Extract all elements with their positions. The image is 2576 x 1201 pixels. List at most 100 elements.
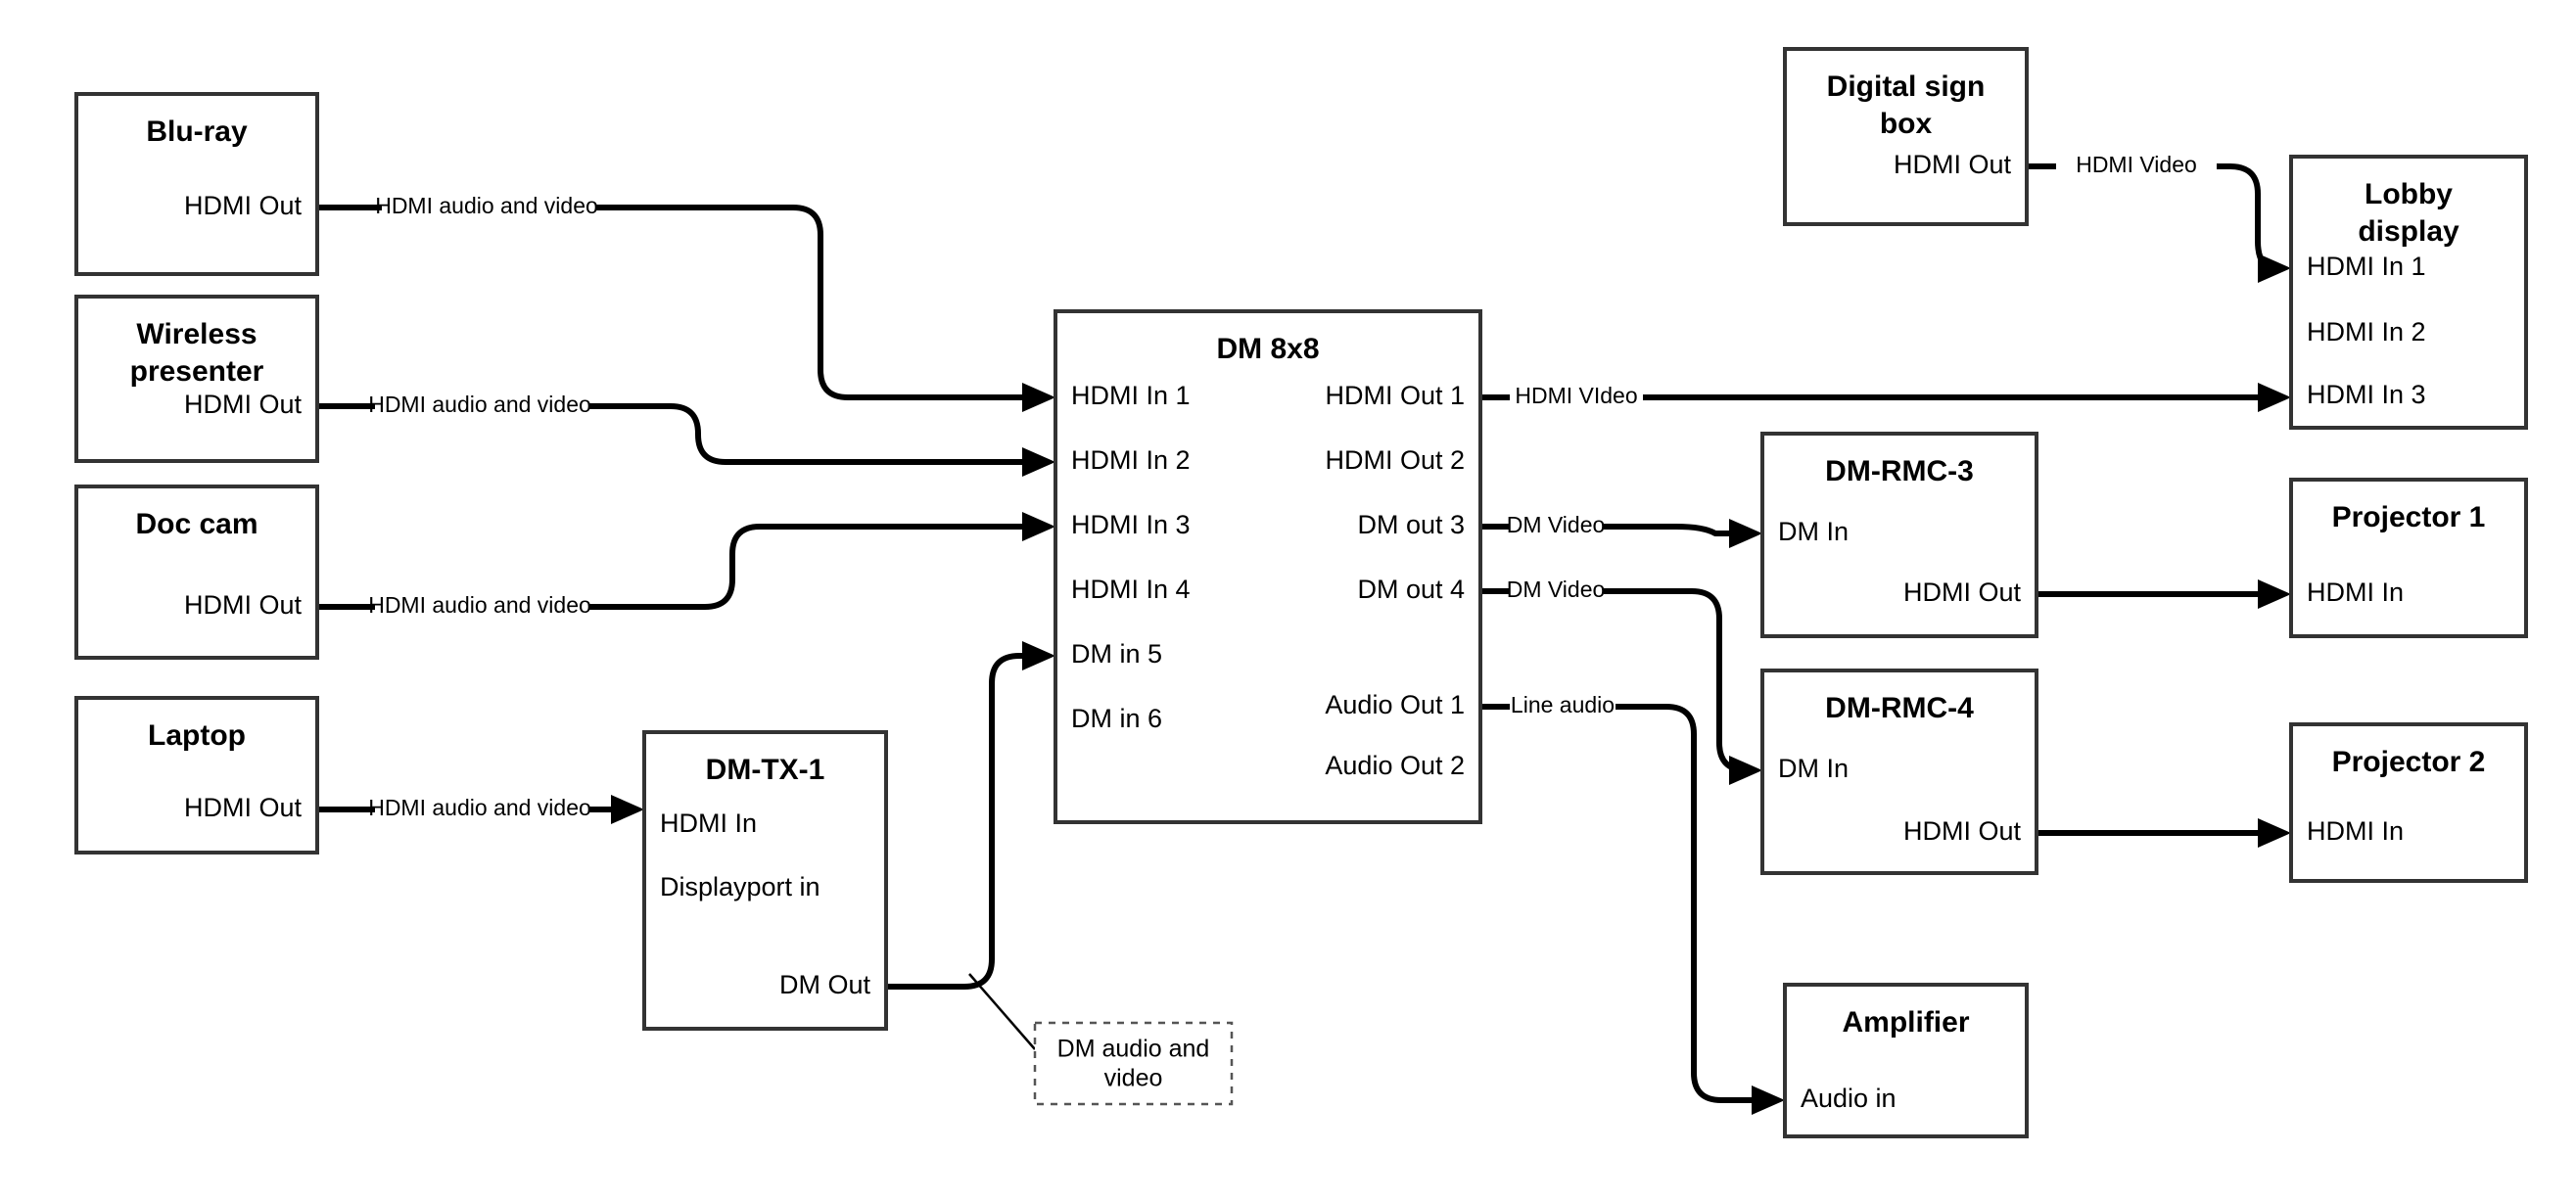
node-title-dm-8x8: DM 8x8 (1216, 333, 1319, 365)
port-bluray-0: HDMI Out (184, 191, 303, 220)
port-wireless-presenter-0: HDMI Out (184, 390, 303, 419)
port-dm-8x8-6: HDMI Out 1 (1325, 381, 1465, 410)
node-title-projector-1: Projector 1 (2332, 501, 2486, 533)
port-digital-sign-box-0: HDMI Out (1894, 150, 2012, 179)
port-laptop-0: HDMI Out (184, 793, 303, 822)
callout-text-line2: video (1104, 1065, 1163, 1092)
port-dm-8x8-0: HDMI In 1 (1071, 381, 1191, 410)
node-box-bluray[interactable] (74, 92, 319, 276)
arrow-lobby-in1 (2258, 254, 2291, 283)
edge-label-signbox-to-lobby-in1: HDMI Video (2076, 152, 2197, 177)
edge-label-bluray-to-in1: HDMI audio and video (375, 193, 598, 218)
port-lobby-display-1: HDMI In 2 (2307, 317, 2426, 346)
port-dm-8x8-2: HDMI In 3 (1071, 510, 1191, 539)
callout-text-line1: DM audio and (1057, 1036, 1210, 1063)
node-box-projector-2[interactable] (2289, 722, 2528, 883)
node-title-wireless-presenter: Wireless (136, 318, 257, 350)
callout-leader-line (968, 973, 1036, 1050)
arrow-in2 (1022, 447, 1055, 477)
port-lobby-display-0: HDMI In 1 (2307, 252, 2426, 281)
edge-label-out1-to-lobby-in3: HDMI VIdeo (1515, 383, 1637, 408)
port-dm-8x8-11: Audio Out 2 (1325, 751, 1465, 780)
node-title-line2-lobby-display: display (2358, 215, 2459, 248)
port-doc-cam-0: HDMI Out (184, 590, 303, 620)
port-dm-8x8-9: DM out 4 (1357, 575, 1465, 604)
edge-label-laptop-to-dmtx: HDMI audio and video (368, 795, 591, 820)
arrow-in3 (1022, 512, 1055, 541)
node-box-dm-rmc-3[interactable] (1760, 432, 2038, 638)
edge-out1-to-lobby-in3: HDMI VIdeo (1480, 383, 2275, 408)
arrow-rmc4-dm-in (1729, 756, 1762, 785)
edge-laptop-to-dmtx: HDMI audio and video (317, 795, 629, 820)
port-dm-rmc-4-0: DM In (1778, 754, 1849, 783)
edge-dmtx-to-in5 (886, 653, 1040, 990)
edge-label-wireless-to-in2: HDMI audio and video (368, 392, 591, 417)
edge-label-doccam-to-in3: HDMI audio and video (368, 592, 591, 618)
node-title-dm-tx-1: DM-TX-1 (706, 754, 825, 786)
port-dm-8x8-4: DM in 5 (1071, 639, 1162, 669)
edge-signbox-to-lobby-in1: HDMI Video (2027, 152, 2276, 271)
arrow-rmc3-dm-in (1729, 519, 1762, 548)
node-box-projector-1[interactable] (2289, 478, 2528, 638)
edge-out4-to-rmc4: DM Video (1480, 577, 1748, 773)
edge-path-bluray-to-in1 (317, 205, 1040, 400)
node-title-bluray: Blu-ray (146, 115, 248, 148)
port-dm-tx-1-2: DM Out (779, 970, 871, 999)
edge-path-wireless-to-in2 (317, 403, 1040, 465)
edge-path-out4-to-rmc4 (1480, 588, 1748, 773)
arrow-in1 (1022, 383, 1055, 412)
port-dm-8x8-7: HDMI Out 2 (1325, 445, 1465, 475)
port-dm-tx-1-1: Displayport in (660, 872, 820, 901)
edge-bluray-to-in1: HDMI audio and video (317, 193, 1040, 400)
node-title-projector-2: Projector 2 (2332, 746, 2486, 778)
node-box-dm-8x8[interactable] (1054, 309, 1482, 824)
node-box-amplifier[interactable] (1783, 983, 2029, 1138)
port-dm-tx-1-0: HDMI In (660, 808, 757, 838)
edge-path-signbox-to-lobby-in1 (2027, 163, 2276, 271)
node-box-digital-sign-box[interactable] (1783, 47, 2029, 226)
node-box-dm-rmc-4[interactable] (1760, 669, 2038, 875)
edge-path-out3-to-rmc3 (1480, 524, 1747, 536)
edge-label-out3-to-rmc3: DM Video (1507, 512, 1606, 537)
port-dm-8x8-10: Audio Out 1 (1325, 690, 1465, 719)
edge-label-out4-to-rmc4: DM Video (1507, 577, 1606, 602)
node-title-dm-rmc-3: DM-RMC-3 (1825, 455, 1974, 487)
edge-label-audio1-to-amp: Line audio (1511, 692, 1615, 717)
port-dm-8x8-5: DM in 6 (1071, 704, 1162, 733)
port-dm-rmc-4-1: HDMI Out (1903, 816, 2022, 846)
node-box-lobby-display[interactable] (2289, 155, 2528, 430)
edge-path-audio1-to-amp (1480, 704, 1769, 1103)
node-box-wireless-presenter[interactable] (74, 295, 319, 463)
edge-path-dmtx-to-in5 (886, 653, 1040, 990)
port-dm-8x8-1: HDMI In 2 (1071, 445, 1191, 475)
port-lobby-display-2: HDMI In 3 (2307, 380, 2426, 409)
node-box-dm-tx-1[interactable] (642, 730, 888, 1031)
port-dm-rmc-3-1: HDMI Out (1903, 577, 2022, 607)
callout-box (1033, 1021, 1234, 1106)
edge-out3-to-rmc3: DM Video (1480, 512, 1747, 537)
arrow-dmtx-hdmi-in (611, 795, 644, 824)
node-box-laptop[interactable] (74, 696, 319, 855)
port-dm-8x8-8: DM out 3 (1357, 510, 1465, 539)
arrow-in5 (1022, 641, 1055, 670)
node-box-doc-cam[interactable] (74, 485, 319, 660)
edge-audio1-to-amp: Line audio (1480, 692, 1769, 1103)
node-title-doc-cam: Doc cam (135, 508, 258, 540)
